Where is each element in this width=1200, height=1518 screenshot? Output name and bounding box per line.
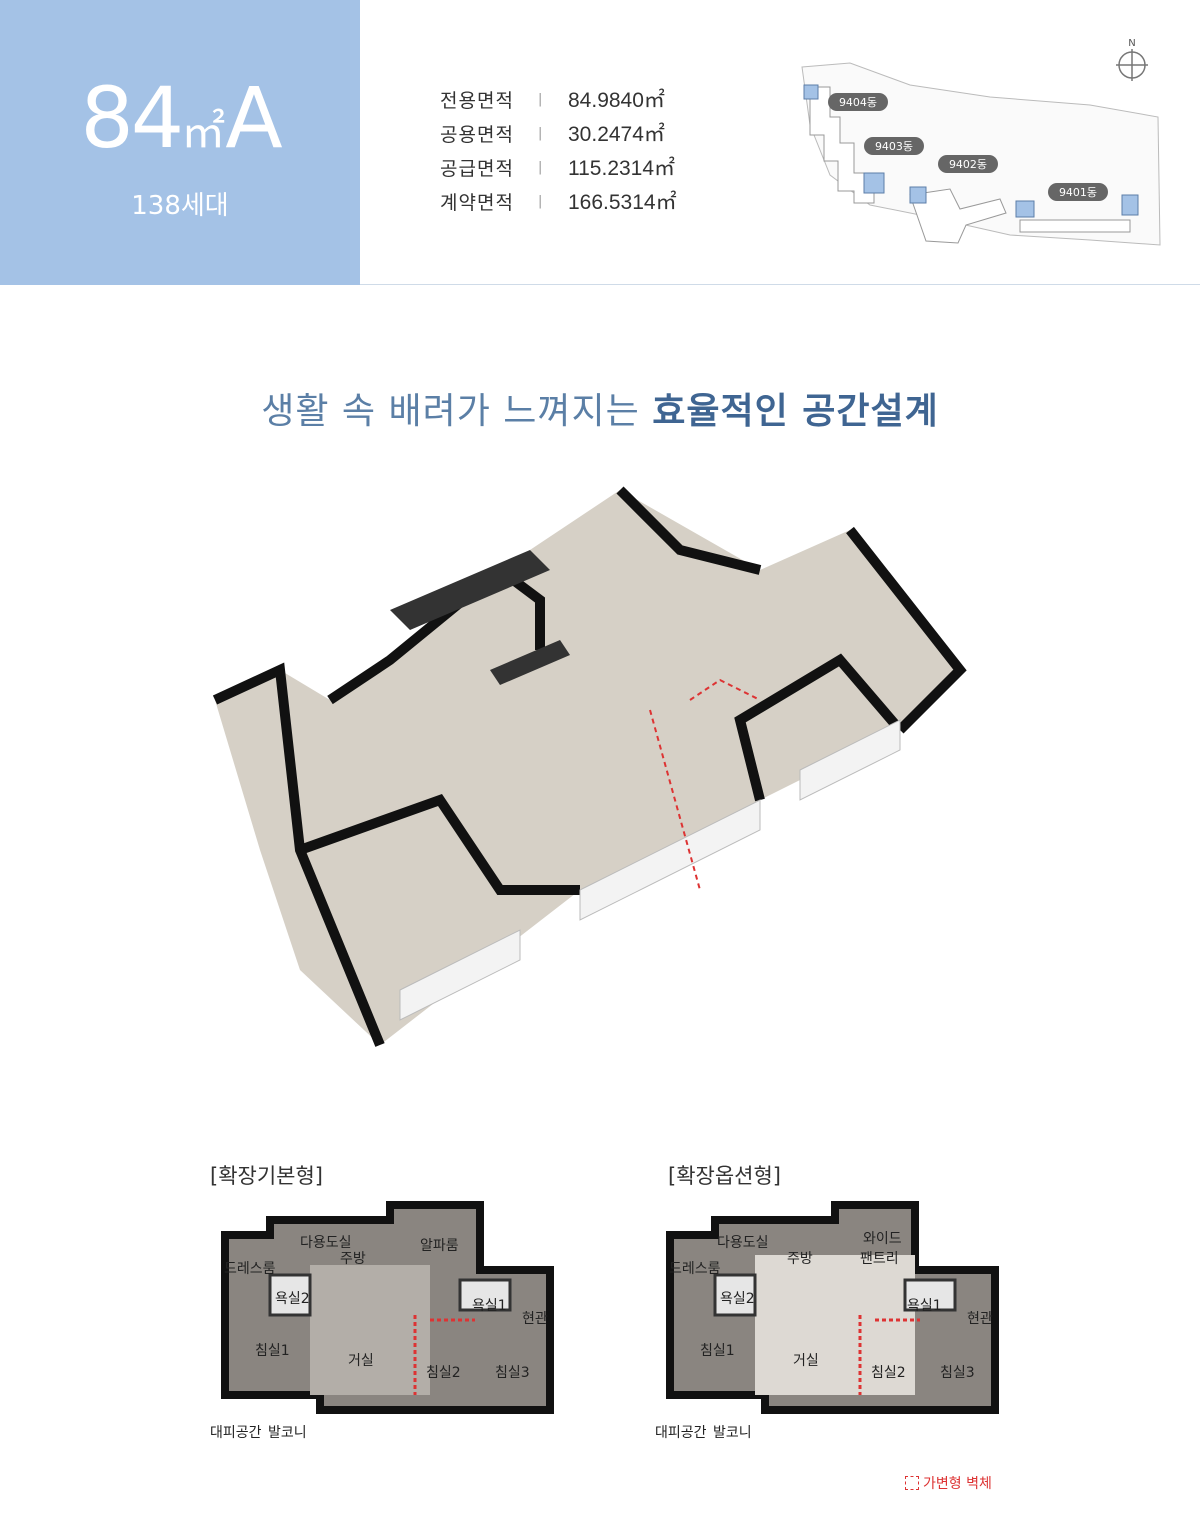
room-label: 거실: [793, 1353, 819, 1369]
room-label: 발코니: [713, 1425, 752, 1441]
room-label: 침실1: [700, 1343, 735, 1359]
area-table: 전용면적 | 84.9840㎡ 공용면적 | 30.2474㎡ 공급면적 | 1…: [440, 82, 677, 218]
room-label: 발코니: [268, 1425, 307, 1441]
floor-plan-basic: 다용도실 주방 알파룸 드레스룸 욕실2 욕실1 현관 침실1 거실 침실2 침…: [210, 1201, 554, 1441]
bathroom-1: [903, 1278, 957, 1312]
area-separator: |: [538, 125, 543, 141]
room-label: 대피공간: [655, 1425, 707, 1441]
area-label: 공용면적: [440, 123, 514, 146]
building-tag-9402: 9402동: [949, 158, 987, 171]
area-separator: |: [538, 193, 543, 209]
header-divider: [360, 284, 1200, 285]
room-label: 현관: [522, 1311, 548, 1327]
unit-type-panel: 84㎡A 138세대: [0, 0, 360, 285]
area-label: 계약면적: [440, 191, 514, 214]
building-tag-9403: 9403동: [875, 140, 913, 153]
area-row: 공급면적 | 115.2314㎡: [440, 150, 677, 184]
room-label: 거실: [348, 1353, 374, 1369]
room-label: 다용도실: [300, 1235, 352, 1251]
room-label: 주방: [787, 1251, 813, 1267]
north-arrow-icon: N: [1116, 38, 1148, 81]
headline: 생활 속 배려가 느껴지는 효율적인 공간설계: [0, 382, 1200, 434]
area-value: 166.5314㎡: [568, 191, 677, 214]
room-label: 팬트리: [860, 1251, 899, 1267]
plan-title-basic: [확장기본형]: [210, 1164, 323, 1188]
area-value: 115.2314㎡: [568, 157, 676, 180]
room-label: 드레스룸: [224, 1261, 276, 1277]
room-label: 주방: [340, 1251, 366, 1267]
headline-bold: 효율적인 공간설계: [652, 391, 939, 432]
north-label: N: [1128, 38, 1135, 49]
building-tag-9404: 9404동: [839, 96, 877, 109]
isometric-floor-plan-render: [212, 486, 967, 1047]
area-row: 계약면적 | 166.5314㎡: [440, 184, 677, 218]
bathroom-1: [458, 1278, 512, 1312]
area-separator: |: [538, 91, 543, 107]
room-label: 침실3: [940, 1365, 975, 1381]
room-label: 드레스룸: [669, 1261, 721, 1277]
legend: 가변형 벽체: [905, 1473, 992, 1493]
room-label: 욕실1: [907, 1298, 942, 1314]
render-floor: [215, 490, 960, 1045]
area-row: 전용면적 | 84.9840㎡: [440, 82, 677, 116]
area-label: 공급면적: [440, 157, 514, 180]
render-kitchen: [390, 550, 570, 685]
room-label: 다용도실: [717, 1235, 769, 1251]
floor-plan-option: 다용도실 주방 와이드 팬트리 드레스룸 욕실2 욕실1 현관 침실1 거실 침…: [655, 1201, 999, 1441]
unit-type-number: 84: [80, 69, 184, 167]
headline-normal: 생활 속 배려가 느껴지는: [261, 391, 653, 432]
area-label: 전용면적: [440, 89, 514, 112]
bathroom-2: [713, 1273, 757, 1317]
area-value: 84.9840㎡: [568, 89, 665, 112]
site-map: N 9404동 9403동 9402동 9401동: [801, 38, 1161, 246]
area-row: 공용면적 | 30.2474㎡: [440, 116, 677, 150]
bathroom-2: [268, 1273, 312, 1317]
building-tag-9401: 9401동: [1059, 186, 1097, 199]
building-outlines: [809, 86, 1131, 244]
room-label: 욕실2: [720, 1291, 755, 1307]
room-label: 침실2: [426, 1365, 461, 1381]
variable-wall-marker: [649, 678, 761, 891]
household-count: 138세대: [131, 191, 229, 221]
room-label: 침실3: [495, 1365, 530, 1381]
render-windows: [399, 719, 901, 1021]
unit-type-suffix: A: [225, 69, 282, 167]
room-label: 욕실2: [275, 1291, 310, 1307]
unit-type-unit: ㎡: [181, 107, 226, 158]
room-label: 침실1: [255, 1343, 290, 1359]
plan-title-option: [확장옵션형]: [668, 1164, 781, 1188]
area-value: 30.2474㎡: [568, 123, 665, 146]
render-walls: [212, 486, 967, 1047]
dashed-box-icon: [905, 1476, 919, 1490]
legend-label: 가변형 벽체: [923, 1476, 992, 1492]
room-label: 욕실1: [472, 1298, 507, 1314]
room-label: 현관: [967, 1311, 993, 1327]
room-label: 알파룸: [420, 1238, 459, 1254]
room-label: 와이드: [863, 1231, 902, 1247]
room-label: 침실2: [871, 1365, 906, 1381]
unit-highlight: [803, 84, 1139, 218]
living-area: [310, 1265, 430, 1395]
area-separator: |: [538, 159, 543, 175]
building-tags: 9404동 9403동 9402동 9401동: [828, 93, 1108, 201]
living-area: [755, 1255, 915, 1395]
room-label: 대피공간: [210, 1425, 262, 1441]
unit-type-title: 84㎡A: [0, 70, 360, 181]
